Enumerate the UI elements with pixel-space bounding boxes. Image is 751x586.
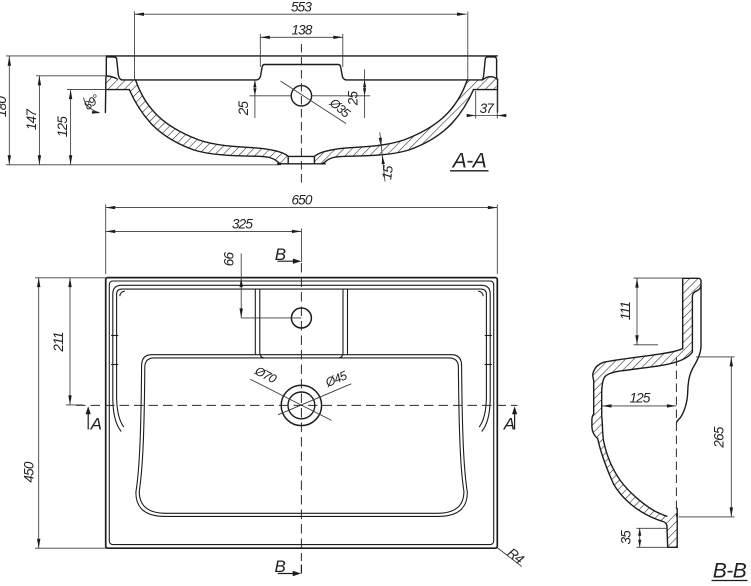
svg-text:553: 553 (291, 0, 312, 15)
svg-text:147: 147 (24, 109, 39, 130)
svg-text:37: 37 (480, 101, 495, 116)
svg-text:111: 111 (618, 302, 633, 320)
svg-text:211: 211 (51, 332, 66, 352)
svg-text:A: A (503, 415, 515, 434)
svg-text:138: 138 (291, 23, 312, 38)
svg-text:265: 265 (712, 426, 727, 448)
svg-text:25: 25 (236, 101, 251, 117)
svg-text:A-A: A-A (451, 149, 487, 172)
svg-text:B: B (275, 557, 286, 576)
svg-text:25: 25 (346, 91, 361, 107)
svg-text:650: 650 (291, 193, 312, 208)
svg-text:180: 180 (0, 96, 9, 117)
svg-text:66: 66 (222, 252, 237, 267)
svg-text:B-B: B-B (713, 560, 747, 583)
svg-text:15: 15 (379, 164, 396, 180)
svg-text:35: 35 (619, 530, 634, 545)
svg-text:325: 325 (232, 216, 253, 231)
svg-text:125: 125 (55, 116, 70, 137)
svg-text:A: A (90, 415, 102, 434)
svg-text:125: 125 (629, 390, 650, 405)
svg-text:450: 450 (22, 461, 37, 482)
svg-text:B: B (275, 245, 286, 264)
